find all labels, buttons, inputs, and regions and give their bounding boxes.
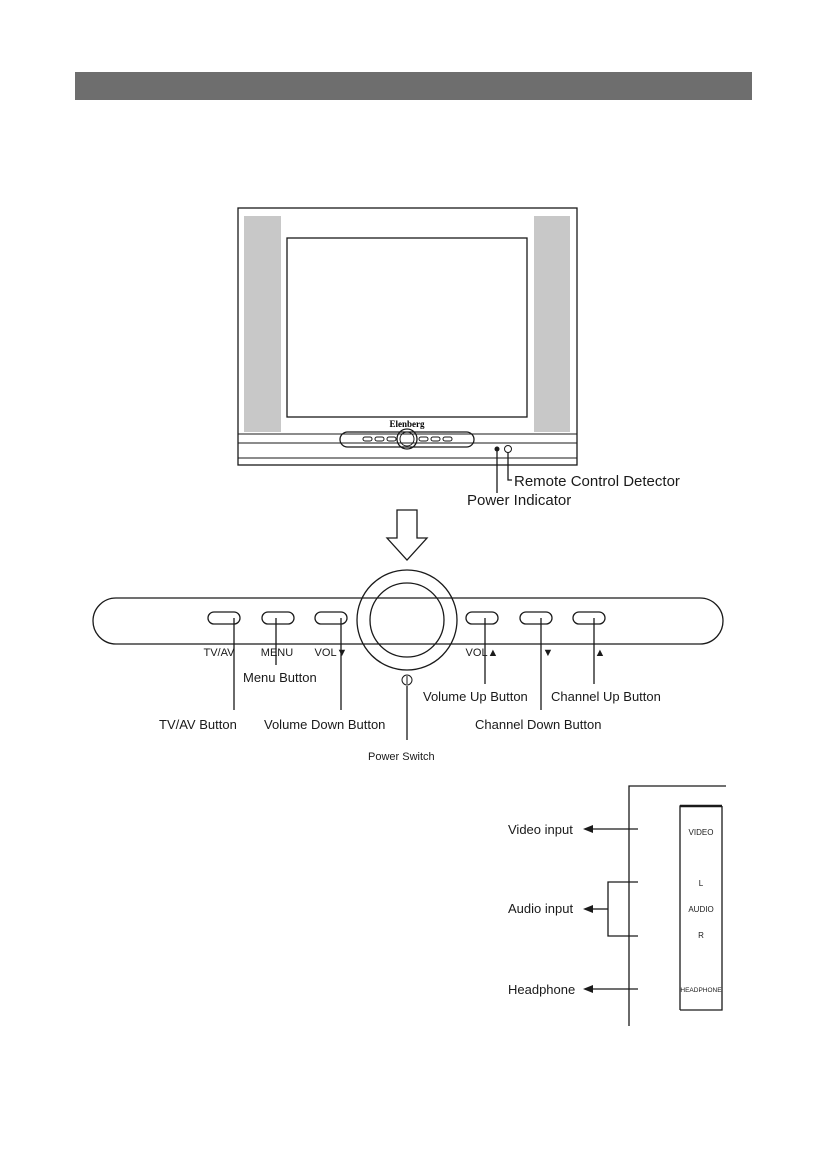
tv-av-button	[207, 611, 241, 625]
audio-jack-label: AUDIO	[688, 905, 713, 914]
menu-button	[261, 611, 295, 625]
side-cabinet-edge	[628, 785, 726, 1026]
power-switch-label: Power Switch	[368, 751, 435, 763]
audio-input-label: Audio input	[508, 901, 573, 916]
headphone-arrow-icon	[583, 985, 593, 993]
panel-strip	[92, 597, 724, 645]
audio-input-arrow-icon	[583, 905, 593, 913]
video-jack-label: VIDEO	[689, 828, 714, 837]
tv-av-mark: TV/AV	[204, 647, 236, 659]
jack-panel-frame-side	[680, 806, 723, 1011]
volume-down-button-label: Volume Down Button	[264, 717, 385, 732]
tv-strip-buttons	[362, 436, 453, 442]
zoom-arrow-icon	[385, 509, 429, 561]
audio-input-bracket	[607, 881, 638, 937]
vol-down-mark: VOL▼	[315, 647, 348, 659]
volume-up-button	[465, 611, 499, 625]
headphone-jack-label: HEADPHONE	[680, 987, 722, 994]
power-indicator-label: Power Indicator	[467, 492, 571, 509]
brand-logo: Elenberg	[390, 419, 425, 429]
video-input-label: Video input	[508, 822, 573, 837]
right-speaker-grille	[534, 216, 570, 432]
tv-cabinet	[237, 207, 578, 466]
volume-down-button	[314, 611, 348, 625]
tv-front-illustration: Elenberg Remote Control Detector Power I…	[237, 207, 680, 509]
channel-up-button	[572, 611, 606, 625]
menu-button-label: Menu Button	[243, 670, 317, 685]
headphone-label: Headphone	[508, 982, 575, 997]
left-speaker-grille	[244, 216, 281, 432]
audio-l-jack-label: L	[699, 879, 704, 888]
volume-up-button-label: Volume Up Button	[423, 689, 528, 704]
audio-r-jack-label: R	[698, 931, 704, 940]
menu-mark: MENU	[261, 647, 293, 659]
remote-sensor	[504, 445, 512, 453]
power-switch-icon	[401, 674, 413, 686]
ch-down-mark: ▼	[543, 647, 554, 659]
side-panel-jacks: VIDEO L AUDIO R HEADPHONE Video input Au…	[508, 785, 726, 1026]
channel-down-button	[519, 611, 553, 625]
control-panel-enlarged: TV/AV MENU VOL▼ VOL▲ ▼ ▲ Menu Button Vol…	[92, 569, 724, 763]
power-knob-housing	[356, 569, 458, 671]
channel-up-button-label: Channel Up Button	[551, 689, 661, 704]
power-knob	[369, 582, 445, 658]
tv-power-knob-outer	[396, 428, 418, 450]
tv-power-knob-inner	[399, 431, 415, 447]
remote-detector-label: Remote Control Detector	[514, 473, 680, 490]
section-header-bar	[75, 72, 752, 100]
vol-up-mark: VOL▲	[466, 647, 499, 659]
tv-screen	[286, 237, 528, 418]
power-indicator-led	[494, 446, 500, 452]
channel-down-button-label: Channel Down Button	[475, 717, 601, 732]
tv-av-button-label: TV/AV Button	[159, 717, 237, 732]
ch-up-mark: ▲	[595, 647, 606, 659]
video-input-arrow-icon	[583, 825, 593, 833]
remote-detector-leader	[507, 452, 512, 481]
